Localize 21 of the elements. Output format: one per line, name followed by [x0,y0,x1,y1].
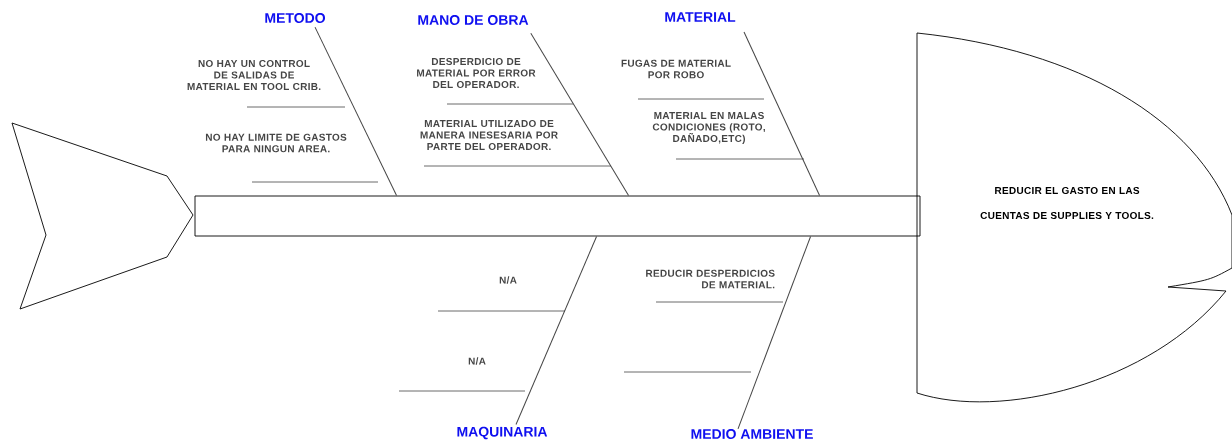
category-title: MAQUINARIA [457,426,548,440]
bone-line [314,26,398,197]
cause-text: FUGAS DE MATERIAL POR ROBO [621,59,731,79]
category-title: MATERIAL [665,12,736,22]
cause-text: NO HAY LIMITE DE GASTOS PARA NINGUN AREA. [205,133,347,153]
bone-line [737,235,812,430]
fish-head-box: REDUCIR EL GASTO EN LAS CUENTAS DE SUPPLIES Y TOOLS. [916,32,1232,403]
bone-line [530,32,630,197]
cause-text: NO HAY UN CONTROL DE SALIDAS DE MATERIAL EN TOOL CRIB. [187,59,321,91]
cause-text: N/A [499,276,517,284]
cause-text: MATERIAL UTILIZADO DE MANERA INESESARIA POR PARTE DEL OPERADOR. [420,119,558,151]
bone-line [743,31,821,197]
cause-text: MATERIAL EN MALAS CONDICIONES (ROTO, DAÑADO,ETC) [652,112,765,145]
category-title: MEDIO AMBIENTE [691,429,813,439]
cause-text: DESPERDICIO DE MATERIAL POR ERROR DEL OPERADOR. [417,57,536,89]
cause-text: REDUCIR DESPERDICIOS DE MATERIAL. [646,269,775,289]
spine-bar [194,195,921,237]
category-title: METODO [265,13,325,23]
category-title: MANO DE OBRA [418,15,529,25]
bone-line [515,235,598,426]
cause-text: N/A [468,357,486,365]
